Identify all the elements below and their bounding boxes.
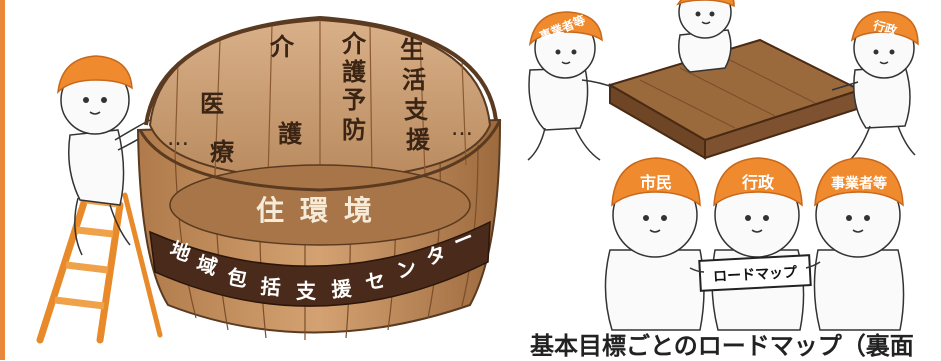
ladder (36, 186, 163, 344)
roadmap-scene: 市民 行政 事業者等 ロードマップ (604, 157, 905, 331)
roadmap-sign-text: ロードマップ (713, 265, 799, 285)
climbing-person (57, 55, 153, 256)
stave-medical-top: 医 (200, 90, 224, 118)
stave-life-char-1: 生 (400, 36, 424, 64)
stave-prevention-char-3: 予 (342, 86, 366, 114)
roadmap-caption: 基本目標ごとのロードマップ（裏面 (530, 332, 914, 360)
table-person-left: 事業者等 (527, 11, 616, 161)
band-char-6: 援 (331, 276, 354, 301)
ellipsis-left: … (167, 126, 189, 151)
helmet-label-right: 行政 (871, 17, 900, 38)
barrel (136, 15, 502, 340)
stave-care-top: 介 (269, 33, 295, 61)
band-char-7: セ (363, 268, 386, 295)
left-accent-bar (0, 0, 5, 360)
ellipsis-right: … (451, 116, 473, 141)
floor-label: 住環境 (256, 194, 388, 227)
stave-life-char-4: 援 (406, 126, 431, 154)
stave-life-char-2: 活 (402, 66, 426, 94)
stave-medical-bottom: 療 (210, 138, 235, 166)
stave-prevention-char-4: 防 (342, 116, 366, 144)
stave-life-char-3: 支 (404, 96, 429, 124)
table-person-right: 行政 (831, 11, 919, 161)
band-char-5: 支 (296, 279, 317, 303)
table-scene: 事業者等 行政 (527, 0, 919, 161)
table-person-back (676, 0, 735, 73)
stave-ellipses: … … (167, 116, 473, 151)
band-label: 地 域 包 括 支 援 セ ン タ ー (167, 225, 477, 303)
stave-prevention-char-1: 介 (341, 30, 367, 58)
roadmap-helmet-1: 市民 (640, 173, 672, 192)
band-char-3: 包 (225, 265, 249, 292)
roadmap-helmet-3: 事業者等 (831, 175, 887, 192)
stave-prevention-label: 介 護 予 防 (341, 30, 367, 144)
stave-life-support-label: 生 活 支 援 (400, 36, 431, 154)
band-char-4: 括 (260, 274, 282, 300)
stave-labels: 医 療 介 護 (200, 33, 303, 166)
roadmap-sign (698, 254, 812, 292)
stave-prevention-char-2: 護 (342, 58, 367, 86)
roadmap-helmet-2: 行政 (741, 173, 775, 192)
stave-care-bottom: 護 (278, 120, 303, 148)
